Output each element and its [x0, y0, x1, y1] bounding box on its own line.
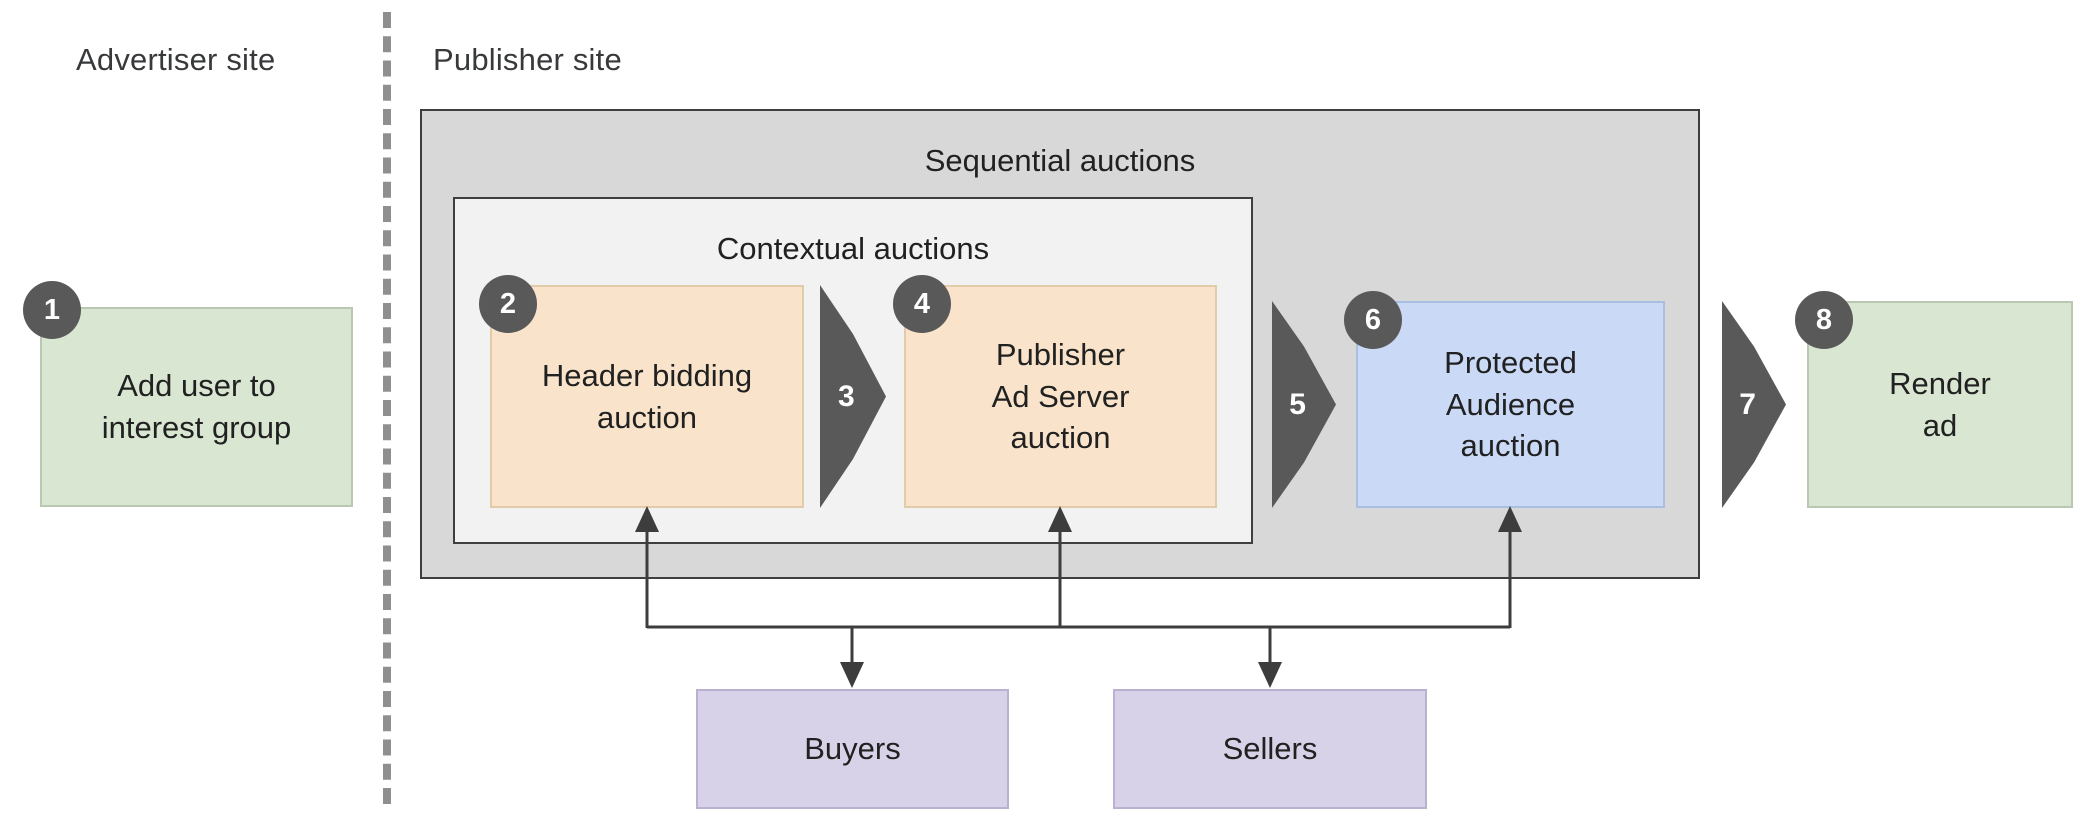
publisher-ad-server-label: Publisher Ad Server auction	[991, 336, 1130, 456]
step-3-number: 3	[838, 379, 855, 413]
step-6-number: 6	[1364, 303, 1382, 336]
node-buyers: Buyers	[696, 689, 1009, 809]
buyers-label: Buyers	[804, 731, 901, 767]
step-7-arrow-icon: 7	[1722, 301, 1786, 508]
node-render-ad: Render ad	[1807, 301, 2073, 508]
step-8-number: 8	[1815, 303, 1833, 336]
step-2-number: 2	[499, 287, 517, 320]
add-user-label: Add user to interest group	[101, 368, 292, 445]
contextual-auctions-title: Contextual auctions	[716, 231, 990, 266]
step-4-number: 4	[913, 287, 931, 320]
site-divider-dashed-line	[383, 12, 391, 804]
node-header-bidding-auction: Header bidding auction	[490, 285, 804, 508]
step-7-number: 7	[1739, 387, 1756, 421]
step-6-badge: 6	[1344, 291, 1402, 349]
protected-audience-label: Protected Audience auction	[1444, 344, 1577, 464]
render-ad-label: Render ad	[1889, 365, 1991, 443]
sequential-auctions-title: Sequential auctions	[924, 143, 1196, 178]
sellers-label: Sellers	[1222, 731, 1318, 767]
node-publisher-ad-server-auction: Publisher Ad Server auction	[904, 285, 1217, 508]
step-8-badge: 8	[1795, 291, 1853, 349]
publisher-site-label: Publisher site	[433, 42, 622, 77]
step-5-number: 5	[1289, 387, 1306, 421]
node-protected-audience-auction: Protected Audience auction	[1356, 301, 1665, 508]
step-1-badge: 1	[23, 281, 81, 339]
node-add-user-to-interest-group: Add user to interest group	[40, 307, 353, 507]
advertiser-site-label: Advertiser site	[76, 42, 276, 77]
step-4-badge: 4	[893, 275, 951, 333]
node-sellers: Sellers	[1113, 689, 1427, 809]
step-2-badge: 2	[479, 275, 537, 333]
step-1-number: 1	[43, 293, 61, 326]
header-bidding-label: Header bidding auction	[541, 357, 753, 435]
